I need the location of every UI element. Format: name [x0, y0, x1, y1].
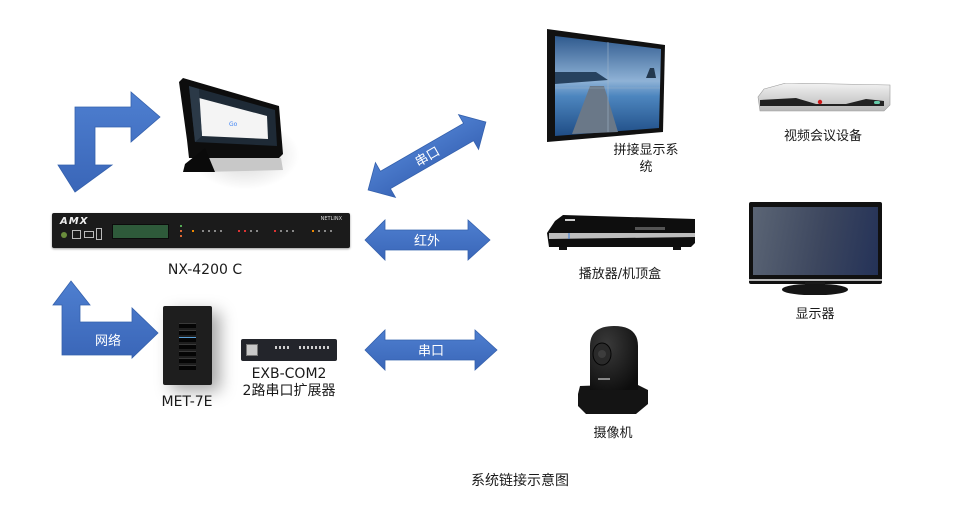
- monitor-stand: [782, 284, 848, 295]
- amx-logo: AMX: [60, 216, 89, 227]
- video-wall-label-2: 统: [639, 160, 653, 175]
- expander-label-model: EXB-COM2: [251, 366, 327, 382]
- rj45-port: [246, 344, 258, 356]
- keypad-label: MET-7E: [161, 394, 213, 410]
- video-conference-label: 视频会议设备: [783, 129, 862, 144]
- nx-4200-controller: AMX NETLINX: [52, 213, 350, 248]
- serial-arrow-videowall: [367, 114, 487, 198]
- ptz-camera: [578, 326, 648, 414]
- controller-label: NX-4200 C: [167, 262, 243, 278]
- exb-com2-expander: [241, 339, 337, 361]
- program-port: [96, 228, 102, 240]
- video-conference-device: [757, 83, 891, 112]
- player-label: 播放器/机顶盒: [578, 267, 662, 282]
- network-arrow-touchpanel: [57, 91, 161, 193]
- ir-arrow-player: [364, 219, 491, 261]
- lcd-display: [112, 224, 169, 239]
- expander-label-desc: 2路串口扩展器: [242, 383, 336, 399]
- power-led: [61, 232, 67, 238]
- usb-port: [84, 231, 94, 238]
- camera-label: 摄像机: [593, 426, 633, 441]
- ethernet-port: [72, 230, 81, 239]
- svg-text:Go: Go: [229, 121, 238, 128]
- network-arrow-keypad: [52, 280, 159, 359]
- player-settop-box: [547, 215, 695, 250]
- monitor-display: [749, 202, 882, 284]
- video-wall-display: [547, 29, 665, 142]
- diagram-caption: 系统链接示意图: [471, 473, 569, 489]
- serial-arrow-camera: [364, 329, 498, 371]
- video-wall-label-1: 拼接显示系: [613, 143, 679, 158]
- network-label: 网络: [95, 333, 121, 349]
- ir-label: 红外: [414, 233, 440, 249]
- netlinx-brand: NETLINX: [320, 216, 342, 222]
- monitor-label: 显示器: [795, 307, 835, 322]
- serial-label-camera: 串口: [418, 344, 444, 359]
- touch-panel-device: Go: [179, 78, 283, 172]
- met-7e-keypad: [163, 306, 212, 385]
- monitor-screen: [753, 207, 878, 275]
